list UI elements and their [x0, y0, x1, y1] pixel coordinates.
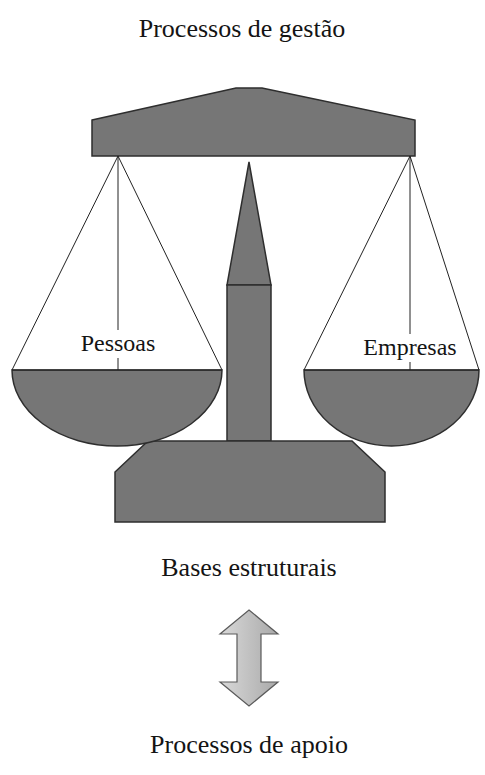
- structure-label: Bases estruturais: [161, 553, 336, 583]
- scale-pan: Empresas: [304, 156, 479, 448]
- double-arrow: [220, 610, 278, 706]
- scale-column: [227, 285, 271, 441]
- pan-bowl: [12, 370, 222, 446]
- pan-outline: [304, 156, 479, 448]
- scale-spike: [227, 162, 271, 285]
- pan-bowl: [304, 370, 479, 446]
- scale-pan: Pessoas: [12, 156, 222, 448]
- pan-string: [12, 370, 222, 371]
- diagram-title: Processos de gestão: [139, 14, 346, 44]
- scale-base: [115, 441, 385, 522]
- pan-outline: [12, 156, 222, 448]
- pan-string: [304, 370, 479, 371]
- pan-label: Pessoas: [78, 330, 159, 358]
- scale-beam: [92, 88, 415, 156]
- structure-label: Processos de apoio: [150, 730, 348, 760]
- pan-label: Empresas: [360, 334, 459, 362]
